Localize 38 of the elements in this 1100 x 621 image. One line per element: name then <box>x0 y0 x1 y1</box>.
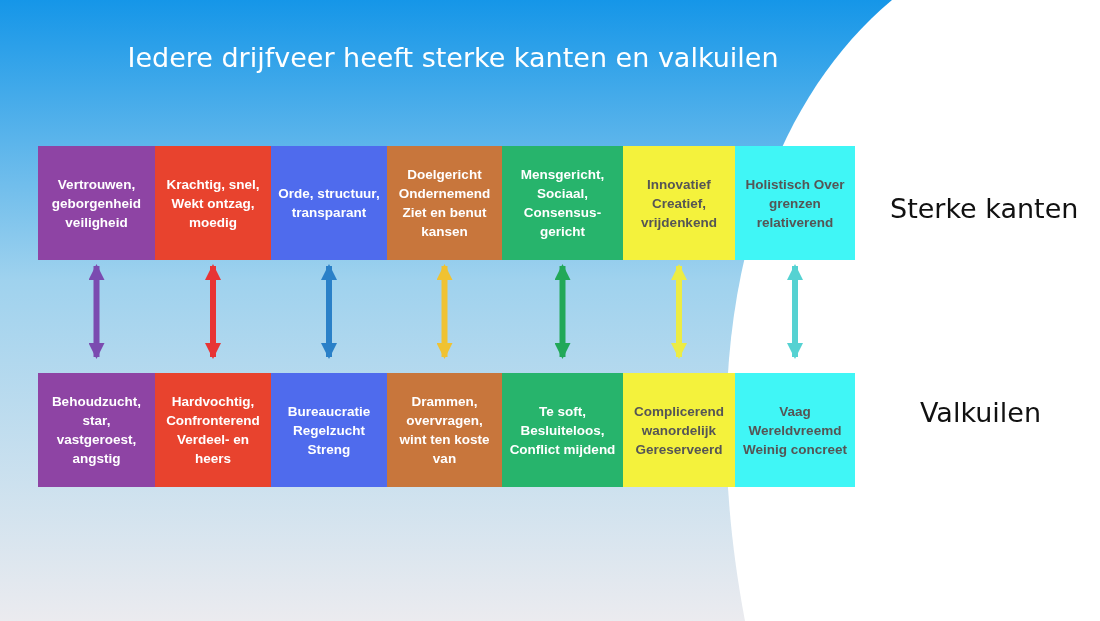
trait-box <box>271 373 387 487</box>
double-arrow <box>554 264 571 359</box>
double-arrow <box>787 264 803 359</box>
trait-text: Innovatief Creatief, vrijdenkend <box>640 175 718 232</box>
double-arrow <box>205 264 221 359</box>
double-arrow <box>321 264 337 359</box>
trait-box <box>387 146 502 260</box>
trait-box <box>502 373 623 487</box>
trait-box <box>623 146 735 260</box>
double-arrow <box>671 264 687 359</box>
double-arrow <box>88 264 105 359</box>
double-arrow <box>436 264 453 359</box>
trait-text: Te soft, Besluiteloos, Conflict mijdend <box>508 402 617 459</box>
trait-text: Complicerend wanordelijk Gereserveerd <box>633 402 725 459</box>
trait-box <box>155 373 271 487</box>
trait-box <box>735 373 855 487</box>
trait-box <box>155 146 271 260</box>
trait-box <box>623 373 735 487</box>
trait-box <box>502 146 623 260</box>
trait-text: Krachtig, snel, Wekt ontzag, moedig <box>165 175 261 232</box>
trait-text: Holistisch Over grenzen relativerend <box>744 175 846 232</box>
trait-text: Bureaucratie Regelzucht Streng <box>286 402 372 459</box>
trait-box <box>38 373 155 487</box>
trait-text: Mensgericht, Sociaal, Consensus-gericht <box>519 166 606 241</box>
trait-box <box>735 146 855 260</box>
trait-text: Drammen, overvragen, wint ten koste van <box>398 393 491 468</box>
trait-text: Vertrouwen, geborgenheid veiligheid <box>50 175 143 232</box>
trait-text: Orde, structuur, transparant <box>277 185 381 222</box>
trait-box <box>387 373 502 487</box>
trait-box <box>271 146 387 260</box>
trait-text: Behoudzucht, star, vastgeroest, angstig <box>50 393 143 468</box>
row-label: Valkuilen <box>920 397 1042 428</box>
trait-text: Vaag Wereldvreemd Weinig concreet <box>742 402 848 459</box>
trait-box <box>38 146 155 260</box>
row-label: Sterke kanten <box>890 193 1079 224</box>
title: Iedere drijfveer heeft sterke kanten en valkuilen <box>126 42 780 73</box>
trait-text: Hardvochtig, Confronterend Verdeel- en heers <box>165 393 261 468</box>
trait-text: Doelgericht Ondernemend Ziet en benut kansen <box>397 166 492 241</box>
